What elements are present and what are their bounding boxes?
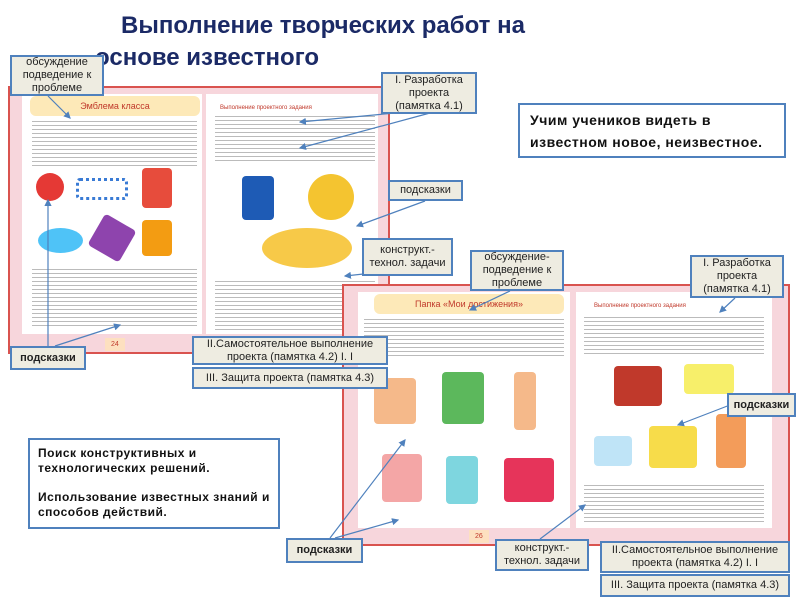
book2-task: Выполнение проектного задания (594, 303, 686, 309)
folder-image (442, 372, 484, 424)
emblem-image (142, 168, 172, 208)
folder-image (614, 366, 662, 406)
book1-task: Выполнение проектного задания (220, 105, 312, 111)
label-hints: подсказки (10, 346, 86, 370)
label-construction-tasks: конструкт.- технол. задачи (495, 539, 589, 571)
note-search-line1: Поиск конструктивных и технологических р… (38, 446, 211, 475)
text-block (32, 266, 197, 328)
label-construction-tasks: конструкт.- технол. задачи (362, 238, 453, 276)
book2-heading: Папка «Мои достижения» (374, 294, 564, 314)
emblem-image (262, 228, 352, 268)
label-project-defense: III. Защита проекта (памятка 4.3) (192, 367, 388, 389)
label-independent-work: II.Самостоятельное выполнение проекта (п… (192, 336, 388, 365)
folder-image (716, 414, 746, 468)
folder-image (504, 458, 554, 502)
text-block (584, 314, 764, 354)
folder-image (684, 364, 734, 394)
text-block (364, 316, 564, 356)
folder-image (446, 456, 478, 504)
emblem-image (38, 228, 83, 253)
arrow (47, 95, 71, 119)
folder-image (514, 372, 536, 430)
label-discussion: обсуждение- подведение к проблеме (470, 250, 564, 291)
label-discussion: обсуждение подведение к проблеме (10, 55, 104, 96)
folder-image (649, 426, 697, 468)
note-search-solutions: Поиск конструктивных и технологических р… (28, 438, 280, 529)
note-search-line2: Использование известных знаний и способо… (38, 490, 270, 519)
emblem-image (76, 178, 128, 200)
label-hints: подсказки (286, 538, 363, 563)
emblem-image (308, 174, 354, 220)
slide-title: Выполнение творческих работ на основе из… (95, 12, 525, 71)
label-project-defense: III. Защита проекта (памятка 4.3) (600, 574, 790, 597)
folder-image (594, 436, 632, 466)
label-project-development: I. Разработка проекта (памятка 4.1) (381, 72, 477, 114)
text-block (32, 118, 197, 168)
text-block (215, 113, 375, 163)
emblem-image (36, 173, 64, 201)
label-hints: подсказки (727, 393, 796, 417)
book1-heading: Эмблема класса (30, 96, 200, 116)
label-independent-work: II.Самостоятельное выполнение проекта (п… (600, 541, 790, 573)
page-number: 26 (469, 530, 489, 543)
label-hints: подсказки (388, 180, 463, 201)
emblem-image (242, 176, 274, 220)
text-block (584, 482, 764, 522)
label-project-development: I. Разработка проекта (памятка 4.1) (690, 255, 784, 298)
textbook-spread-1: Эмблема класса Выполнение проектного зад… (8, 86, 390, 354)
page-number: 24 (105, 338, 125, 351)
emblem-image (142, 220, 172, 256)
note-see-new: Учим учеников видеть в известном новое, … (518, 103, 786, 158)
